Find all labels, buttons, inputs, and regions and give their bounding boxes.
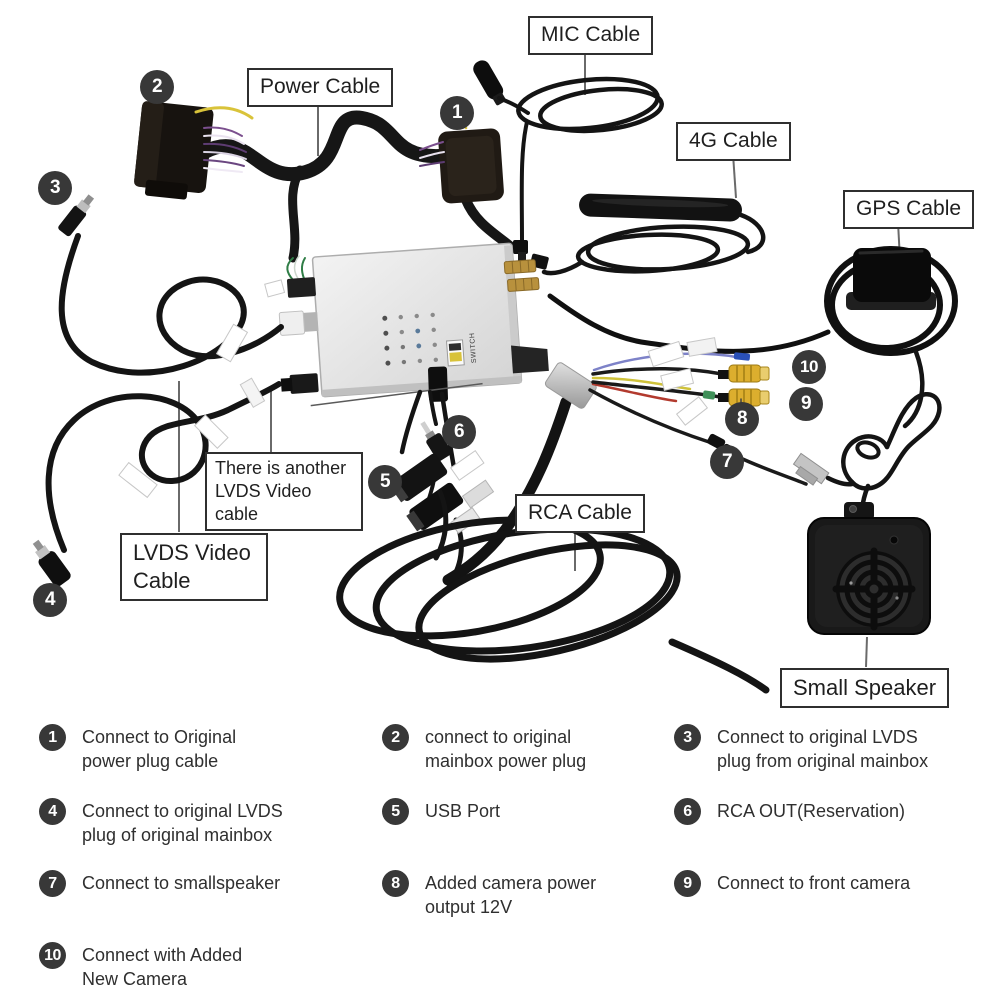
legend-num-1: 1 (39, 724, 66, 751)
mic-plug (513, 240, 528, 263)
legend-item-10: 10 Connect with Added New Camera (39, 942, 272, 991)
legend-text-3: Connect to original LVDS plug from origi… (717, 727, 929, 771)
legend-text-8: Added camera power output 12V (425, 873, 597, 917)
callout-10: 10 (792, 350, 826, 384)
callout-8: 8 (725, 402, 759, 436)
lvds-port-black (280, 373, 319, 394)
usb-rca-assembly (336, 389, 770, 694)
cable-tag (647, 340, 685, 368)
callout-5: 5 (368, 465, 402, 499)
callout-7: 7 (710, 445, 744, 479)
callout-4: 4 (33, 583, 67, 617)
green-band (702, 390, 716, 400)
lvds-cable-label: LVDS Video Cable (120, 533, 268, 601)
4g-cable-label: 4G Cable (676, 122, 791, 161)
legend-num-7: 7 (39, 870, 66, 897)
lvds-plug-4 (32, 539, 71, 587)
legend-item-5: 5 USB Port (382, 798, 575, 825)
power-wire-strands-left (194, 106, 254, 173)
legend-num-10: 10 (39, 942, 66, 969)
legend-text-10: Connect with Added New Camera (82, 945, 243, 989)
dip-switch (446, 339, 465, 367)
legend-num-5: 5 (382, 798, 409, 825)
sma-connectors (503, 259, 540, 292)
legend-text-9: Connect to front camera (717, 873, 911, 893)
cable-tag (239, 377, 266, 408)
callout-9: 9 (789, 387, 823, 421)
switch-label: SWITCH (469, 332, 478, 363)
legend-item-3: 3 Connect to original LVDS plug from ori… (674, 724, 952, 773)
cable-tag (686, 337, 718, 357)
lvds-port-white (278, 310, 319, 336)
cable-tag (215, 323, 249, 363)
power-plug-connector-2 (134, 101, 214, 200)
legend-text-7: Connect to smallspeaker (82, 873, 281, 893)
legend-item-2: 2 connect to original mainbox power plug (382, 724, 610, 773)
legend-text-6: RCA OUT(Reservation) (717, 801, 906, 821)
legend-num-6: 6 (674, 798, 701, 825)
speaker-grille (832, 547, 916, 631)
lvds-cable-4 (32, 377, 282, 587)
vent-holes (382, 312, 439, 366)
gps-cable-label: GPS Cable (843, 190, 975, 229)
gps-receiver-puck (846, 248, 936, 310)
legend-num-2: 2 (382, 724, 409, 751)
cable-tag (660, 367, 695, 391)
metal-clip (792, 452, 830, 486)
lvds-cable-3 (58, 194, 284, 376)
output-wire-fan (544, 337, 808, 486)
cable-tag (450, 449, 485, 481)
legend-item-6: 6 RCA OUT(Reservation) (674, 798, 977, 825)
interface-box: SWITCH (278, 242, 549, 407)
cable-tag (675, 396, 709, 426)
output-bundle-port (511, 345, 549, 374)
aux-jack-plug (420, 421, 452, 462)
rca-cable-label: RCA Cable (515, 494, 645, 533)
usb-port-2 (406, 482, 464, 532)
legend-num-3: 3 (674, 724, 701, 751)
power-cable-assembly (134, 101, 516, 298)
legend-item-1: 1 Connect to Original power plug cable (39, 724, 252, 773)
legend-num-8: 8 (382, 870, 409, 897)
cable-tag (461, 479, 495, 509)
power-cable-label: Power Cable (247, 68, 394, 107)
lvds-note-label: There is another LVDS Video cable (205, 452, 363, 531)
callout-1: 1 (440, 96, 474, 130)
cable-tag (194, 414, 229, 449)
callout-3: 3 (38, 171, 72, 205)
rca-jack-front-camera-9 (718, 388, 770, 407)
cable-tag (118, 461, 158, 499)
green-pigtail-wires (286, 255, 306, 282)
legend-item-8: 8 Added camera power output 12V (382, 870, 615, 919)
callout-6: 6 (442, 415, 476, 449)
power-port (286, 277, 316, 298)
small-speaker-label: Small Speaker (780, 668, 950, 708)
legend-num-9: 9 (674, 870, 701, 897)
legend-text-1: Connect to Original power plug cable (82, 727, 237, 771)
legend-text-4: Connect to original LVDS plug of origina… (82, 801, 283, 845)
lvds-plug-3 (58, 194, 95, 237)
4g-antenna-assembly (529, 193, 766, 276)
mic-cable-assembly (473, 60, 664, 263)
blue-wire-tip (733, 352, 751, 361)
callout-2: 2 (140, 70, 174, 104)
rca-jack-camera-in-10 (718, 364, 770, 383)
4g-leader-line (732, 153, 737, 199)
gps-assembly (547, 246, 958, 356)
cable-tag (264, 279, 286, 298)
legend-item-7: 7 Connect to smallspeaker (39, 870, 342, 897)
speaker-leader-line (865, 636, 868, 668)
speaker-assembly (792, 349, 942, 635)
legend-item-9: 9 Connect to front camera (674, 870, 977, 897)
foil-wrap (544, 362, 597, 409)
legend-item-4: 4 Connect to original LVDS plug of origi… (39, 798, 317, 847)
legend-text-5: USB Port (425, 801, 501, 821)
power-plug-connector-1 (438, 128, 504, 204)
4g-antenna-bar (579, 193, 742, 222)
small-speaker (807, 502, 931, 635)
legend-text-2: connect to original mainbox power plug (425, 727, 587, 771)
mic-cable-label: MIC Cable (528, 16, 654, 55)
legend-num-4: 4 (39, 798, 66, 825)
